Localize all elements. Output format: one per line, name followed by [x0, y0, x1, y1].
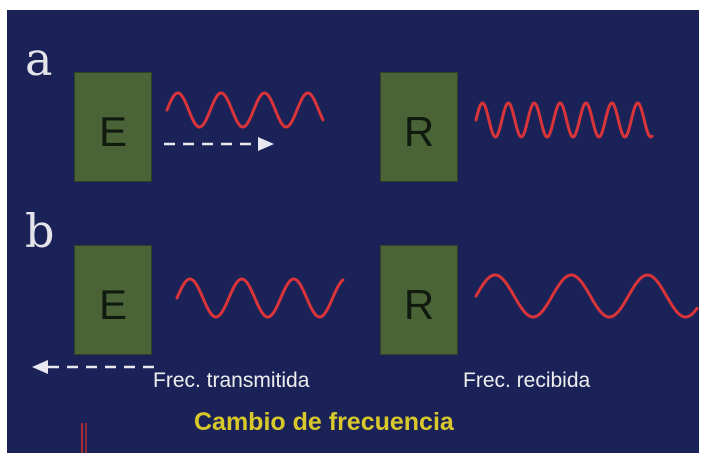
motion-arrow-left-b	[32, 360, 158, 374]
receiver-box-b: R	[380, 245, 458, 355]
edge-mark	[81, 423, 87, 453]
emitter-box-a: E	[74, 72, 152, 182]
emitter-label-a: E	[98, 108, 127, 155]
emitter-box-b: E	[74, 245, 152, 355]
receiver-box-a: R	[380, 72, 458, 182]
emitter-label-b: E	[98, 281, 127, 328]
emitted-wave-b	[175, 277, 345, 319]
motion-arrow-right-a	[164, 137, 274, 151]
diagram-title: Cambio de frecuencia	[194, 408, 454, 436]
panel-label-b: b	[25, 204, 55, 258]
panel-label-a: a	[25, 32, 53, 86]
received-wave-b	[474, 273, 699, 319]
caption-received-frequency: Frec. recibida	[463, 369, 591, 392]
emitted-wave-a	[165, 91, 325, 129]
receiver-label-a: R	[403, 108, 435, 155]
receiver-label-b: R	[403, 281, 435, 328]
caption-transmitted-frequency: Frec. transmitida	[153, 369, 310, 392]
received-wave-a	[474, 101, 654, 139]
